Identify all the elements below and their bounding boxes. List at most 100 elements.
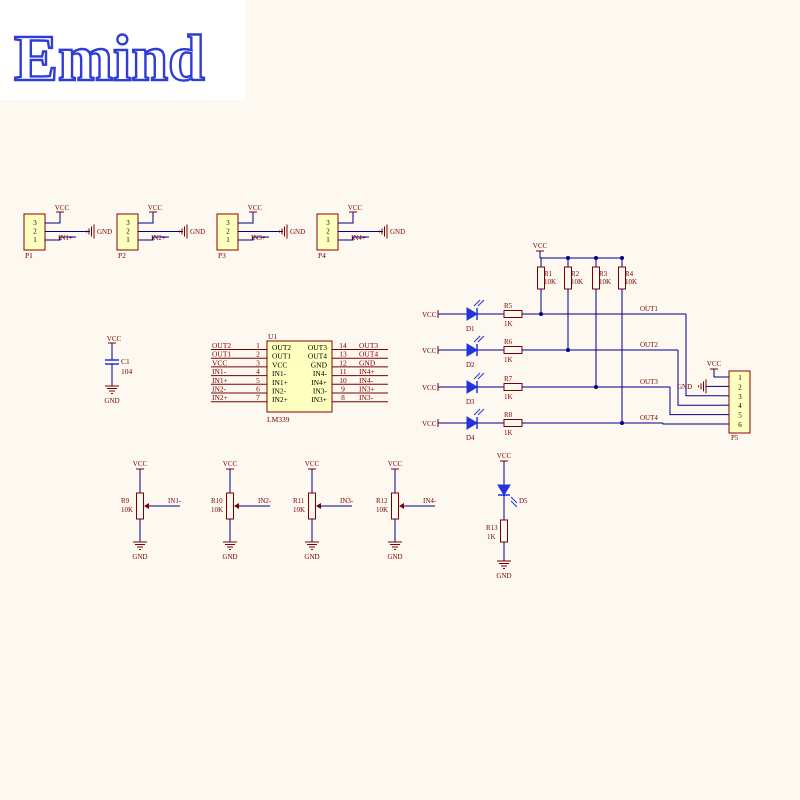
ic-pin-label: IN2+ [272,395,288,404]
ic-part: LM339 [267,415,290,424]
wire-net [147,236,169,241]
header-pin-number: 3 [126,219,130,227]
pot-ref: R10 [211,497,223,505]
gnd-label: GND [496,572,511,580]
net-label: OUT3 [640,378,658,386]
ic-net-label: IN1+ [212,376,228,385]
potentiometer-body [226,492,234,520]
vcc-label: VCC [133,460,148,468]
ic-pin-number: 11 [339,367,346,376]
resistor-ref: R8 [504,411,513,419]
ic-pin-label: IN4- [313,369,328,378]
resistor-value: 1K [504,429,513,437]
wire [669,387,720,416]
ic-net-label: IN4- [359,376,374,385]
header-ref: P2 [118,251,126,260]
vcc-label: VCC [305,460,320,468]
wire-vcc [147,212,154,224]
header-pin-number: 2 [326,228,330,236]
wiper-arrow [234,503,239,509]
header-pin-number: 3 [226,219,230,227]
vcc-label: VCC [707,360,722,368]
led-ref: D4 [466,434,475,442]
led-ray [473,372,481,380]
ic-pin-number: 3 [256,358,260,367]
led-ray [473,335,481,343]
wire-net [247,236,269,241]
resistor-ref: R13 [486,524,498,532]
header-p4: 321 [316,213,339,251]
net-label: IN2- [258,497,272,505]
pot-value: 10K [293,506,305,514]
ic-pin-number: 8 [341,393,345,402]
ic-pin-label: OUT1 [272,352,291,361]
ic-pin-label: VCC [272,360,287,369]
header-pin-number: 1 [326,236,330,244]
resistor-value: 1K [504,356,513,364]
wire-vcc [247,212,254,224]
header-pin-number: 1 [33,236,37,244]
header-p2: 321 [116,213,139,251]
connector-pin-number: 2 [738,383,742,391]
resistor-ref: R2 [571,270,580,278]
resistor-value: 10K [571,278,583,286]
header-ref: P4 [318,251,326,260]
connector-pin-number: 5 [738,412,742,420]
ic-net-label: OUT1 [212,350,231,359]
wiper-arrow [399,503,404,509]
gnd-label: GND [97,228,112,236]
ic-pin-number: 4 [256,367,260,376]
gnd-label: GND [132,553,147,561]
resistor-value: 1K [504,320,513,328]
ic-net-label: OUT4 [359,350,378,359]
vcc-label: VCC [55,204,70,212]
led-ref: D2 [466,361,475,369]
vcc-label: VCC [497,452,512,460]
ic-pin-number: 1 [256,341,260,350]
net-label: IN1+ [58,234,73,242]
connector-ref: P5 [731,434,739,442]
gnd-label: GND [104,397,119,405]
resistor-ref: R7 [504,375,513,383]
capacitor-value: 104 [121,367,133,376]
vcc-label: VCC [223,460,238,468]
header-pin-number: 1 [226,236,230,244]
vcc-label: VCC [533,242,548,250]
resistor-value: 10K [599,278,611,286]
vcc-label: VCC [148,204,163,212]
ic-pin-label: OUT2 [272,343,291,352]
gnd-label: GND [190,228,205,236]
connector-pin-number: 1 [738,374,742,382]
wire-vcc [54,212,61,224]
ic-net-label: IN1- [212,367,227,376]
wire [677,350,720,406]
vcc-label: VCC [422,311,437,319]
resistor-value: 10K [625,278,637,286]
led-icon [466,307,478,321]
vcc-label: VCC [248,204,263,212]
pot-ref: R11 [293,497,305,505]
led-ray [510,496,518,504]
logo-panel: Emind [0,0,245,100]
ic-pin-label: OUT3 [308,343,327,352]
led-ray [473,299,481,307]
wire-vcc [347,212,354,224]
potentiometer-body [308,492,316,520]
pot-value: 10K [211,506,223,514]
net-label: IN4+ [351,234,366,242]
wiper-arrow [316,503,321,509]
ic-net-label: VCC [212,358,227,367]
capacitor-ref: C1 [121,357,130,366]
connector-pin-number: 4 [738,402,742,410]
ic-pin-number: 7 [256,393,260,402]
resistor-value: 1K [504,393,513,401]
ic-pin-number: 10 [339,376,347,385]
ic-pin-number: 5 [256,376,260,385]
ic-net-label: OUT2 [212,341,231,350]
net-label: OUT4 [640,414,658,422]
led-icon [466,416,478,430]
ic-pin-number: 13 [339,350,347,359]
logo: Emind [13,21,206,96]
